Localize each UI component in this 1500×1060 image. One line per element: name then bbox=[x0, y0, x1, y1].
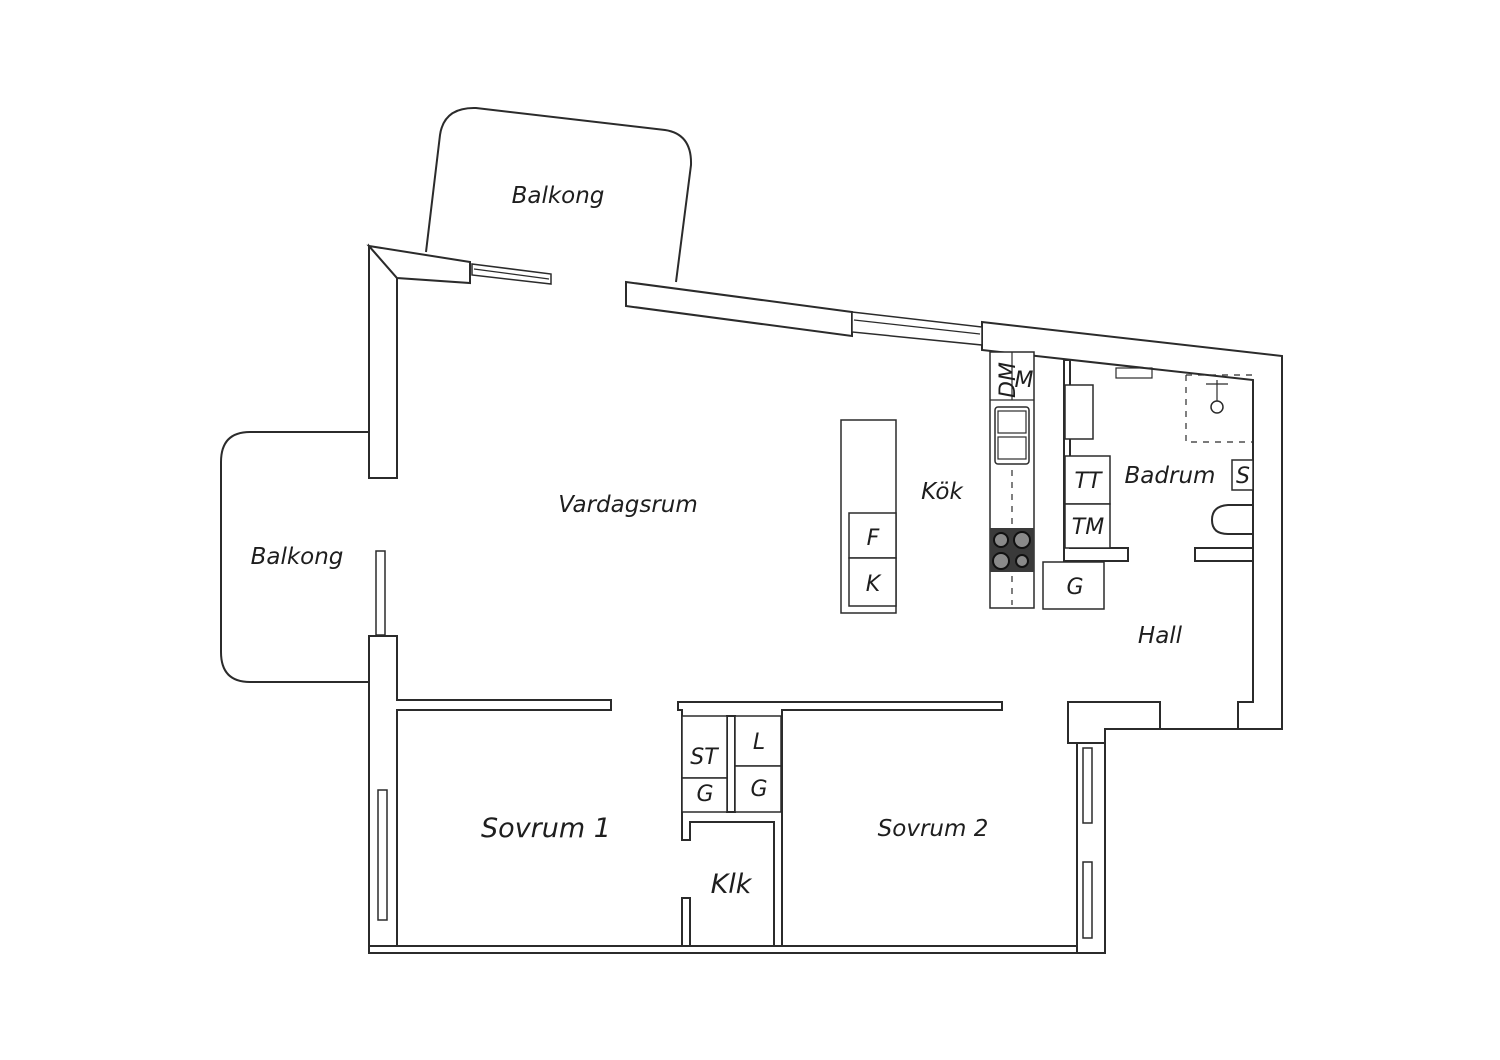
fixture-label-g-wardrobe-2: G bbox=[750, 777, 767, 802]
room-label-sovrum-2: Sovrum 2 bbox=[878, 816, 989, 842]
fixture-label-g-kitchen: G bbox=[1066, 575, 1083, 600]
balcony-left bbox=[220, 431, 369, 683]
room-label-klk: Klk bbox=[711, 869, 753, 900]
balcony-top bbox=[425, 106, 693, 283]
bathroom-fixtures bbox=[1042, 367, 1254, 610]
fixture-label-tt: TT bbox=[1075, 469, 1103, 494]
room-label-balkong-left: Balkong bbox=[251, 544, 344, 570]
fixture-label-st: ST bbox=[690, 745, 719, 770]
fixture-label-f: F bbox=[867, 526, 880, 551]
fixture-label-l: L bbox=[753, 730, 765, 755]
room-label-balkong-top: Balkong bbox=[512, 183, 605, 209]
fixture-label-m: M bbox=[1015, 368, 1034, 393]
interior-walls bbox=[677, 351, 1254, 947]
kitchen-island bbox=[840, 419, 897, 614]
wardrobes bbox=[681, 715, 782, 813]
room-label-kok: Kök bbox=[921, 479, 964, 505]
fixture-label-k: K bbox=[866, 572, 882, 597]
kitchen-details bbox=[990, 352, 1034, 605]
room-label-badrum: Badrum bbox=[1125, 463, 1216, 489]
outer-walls bbox=[366, 243, 1283, 954]
windows bbox=[375, 263, 1093, 939]
fixture-label-g-wardrobe-1: G bbox=[696, 782, 713, 807]
fixture-label-s: S bbox=[1236, 464, 1250, 489]
fixture-label-dm: DM bbox=[996, 362, 1021, 398]
room-label-vardagsrum: Vardagsrum bbox=[558, 492, 698, 518]
room-label-hall: Hall bbox=[1138, 623, 1183, 649]
fixture-label-tm: TM bbox=[1072, 515, 1104, 540]
room-label-sovrum-1: Sovrum 1 bbox=[481, 813, 611, 844]
